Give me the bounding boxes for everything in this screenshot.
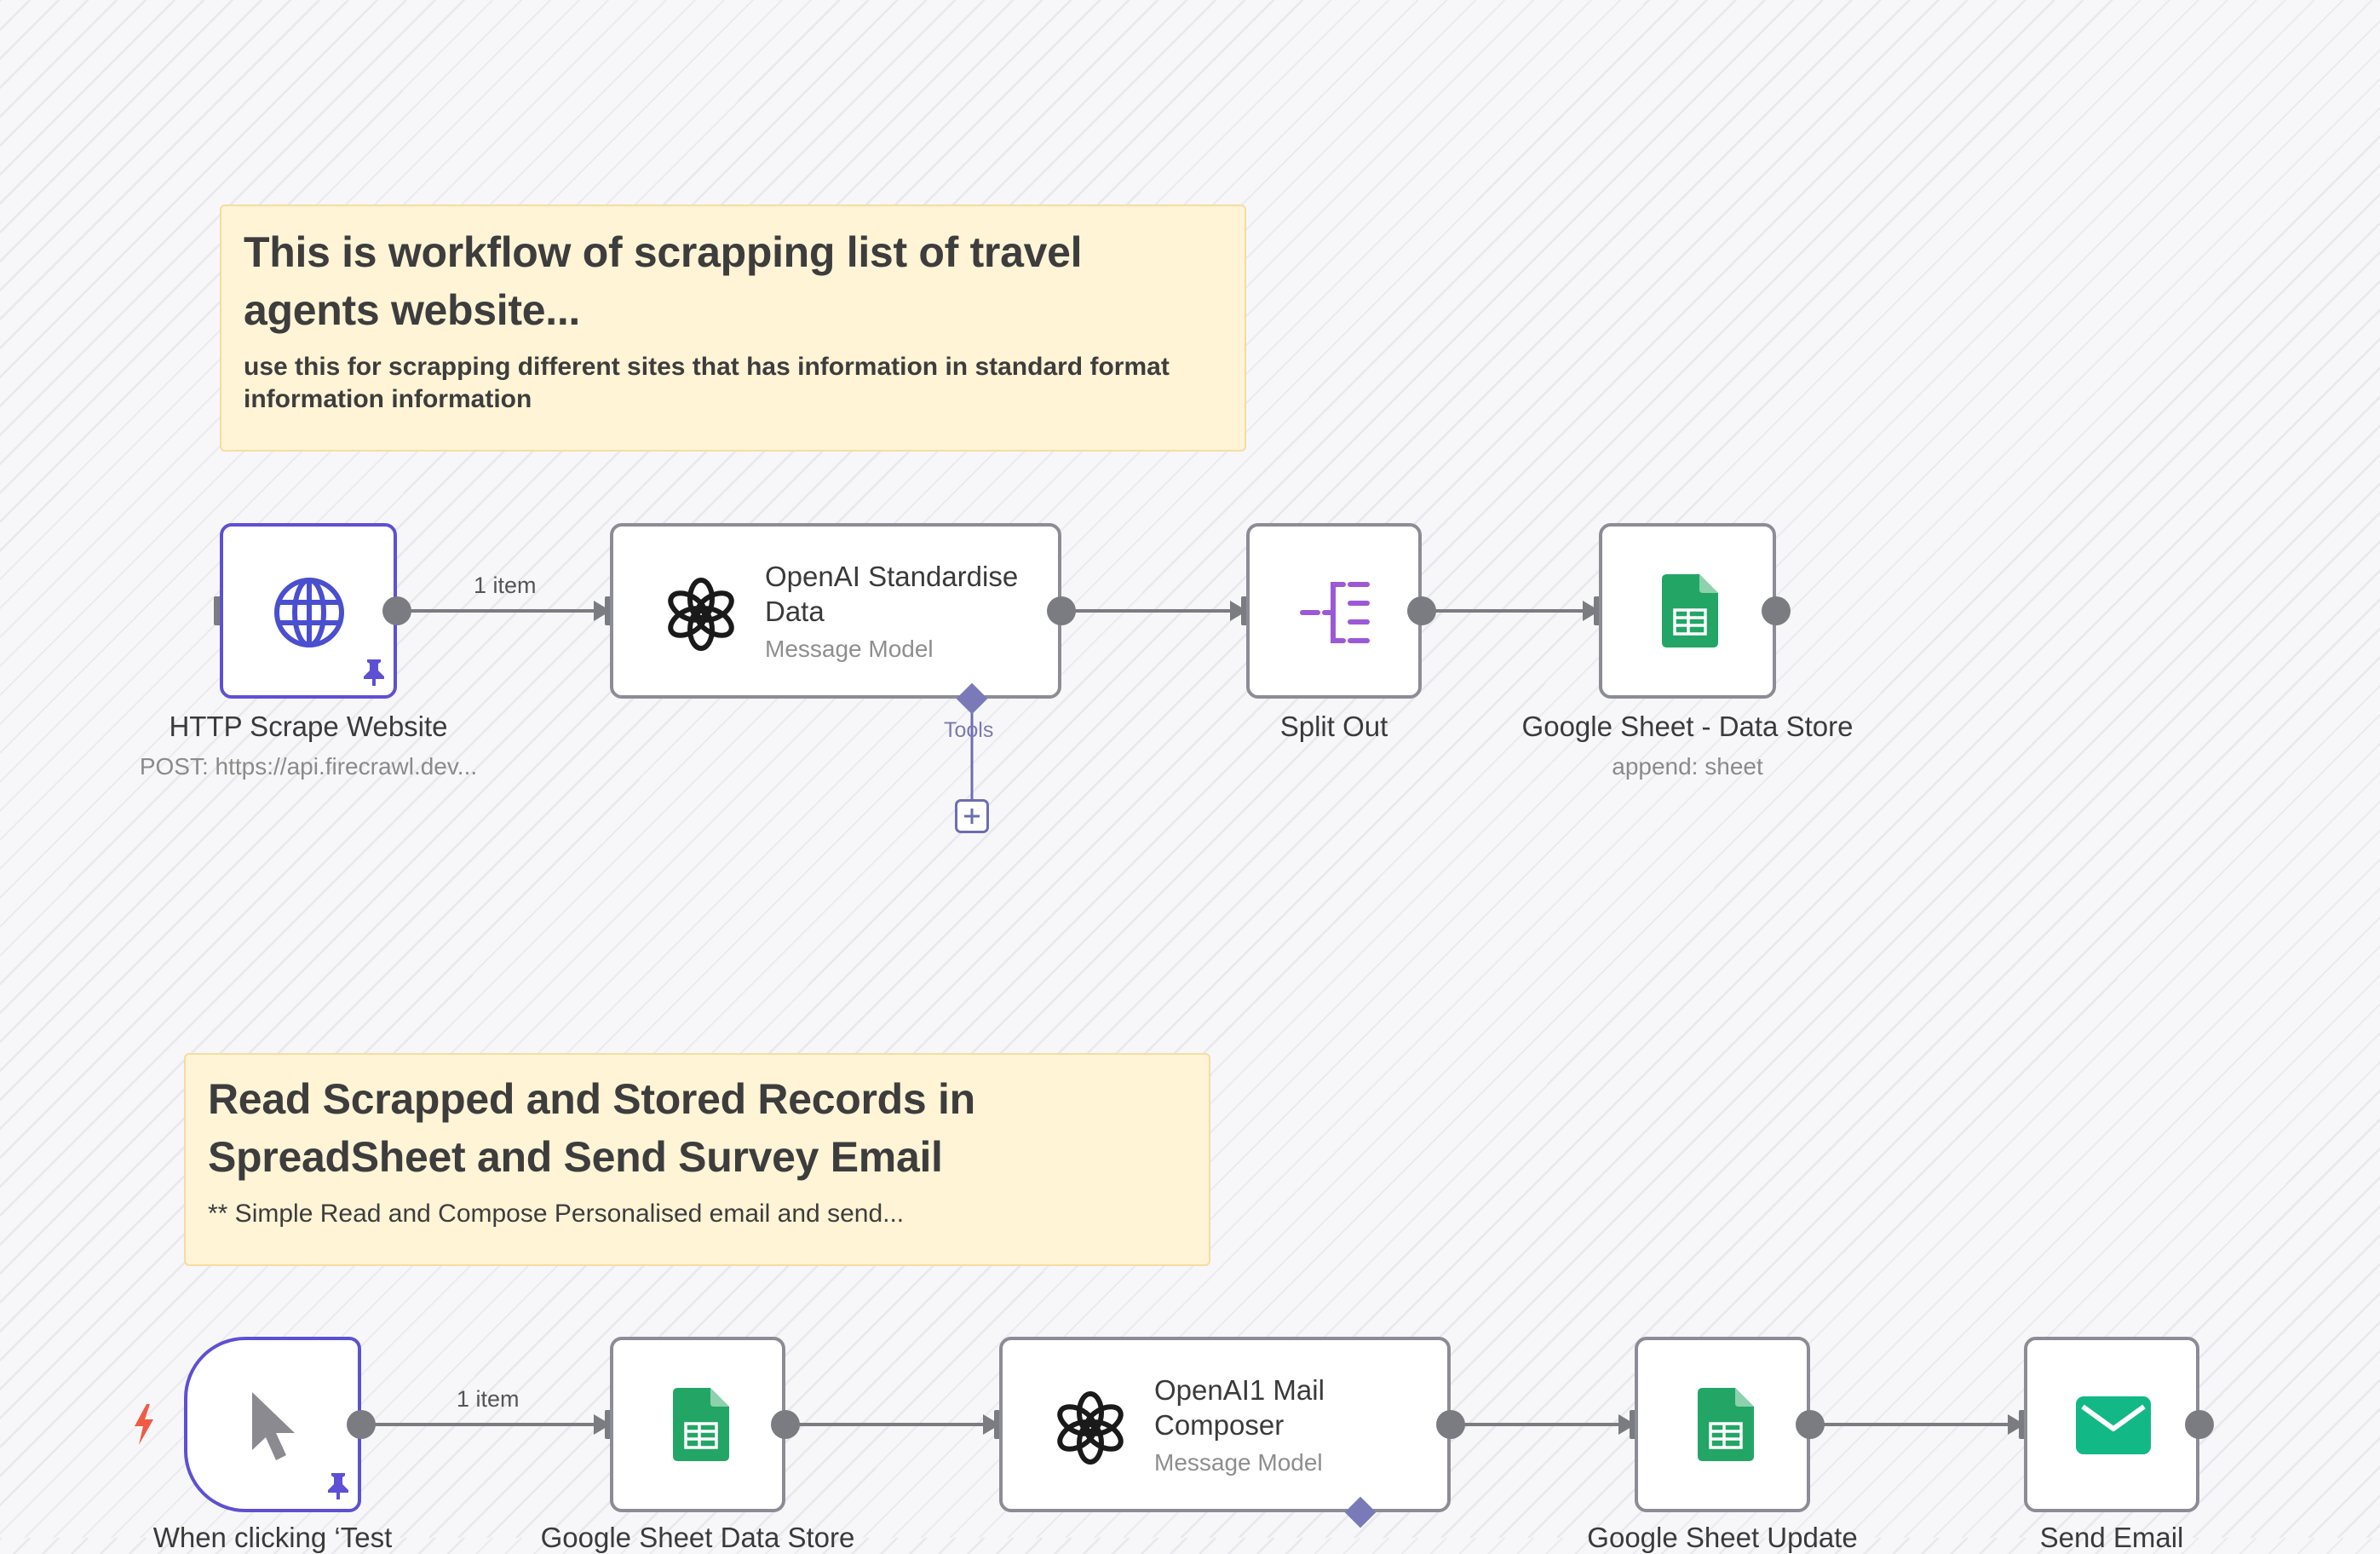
arrowhead — [1230, 601, 1247, 621]
tools-label: Tools — [944, 718, 994, 742]
node-title: OpenAI1 Mail Composer — [1154, 1374, 1325, 1441]
sticky-note-body: ** Simple Read and Compose Personalised … — [208, 1200, 905, 1228]
node-subtitle: POST: https://api.firecrawl.dev... — [139, 753, 478, 780]
connection-item-count: 1 item — [474, 573, 537, 598]
output-port[interactable] — [771, 1410, 800, 1439]
sticky-note-email[interactable]: Read Scrapped and Stored Records in Spre… — [184, 1053, 1210, 1266]
send-email-node[interactable] — [2024, 1337, 2199, 1512]
split-out-icon — [1300, 582, 1370, 643]
output-port[interactable] — [1047, 596, 1076, 625]
email-icon — [2076, 1396, 2151, 1454]
arrowhead — [1618, 1414, 1636, 1435]
output-port[interactable] — [1796, 1410, 1825, 1439]
output-port[interactable] — [347, 1410, 376, 1439]
connection-item-count: 1 item — [457, 1386, 520, 1412]
node-label: HTTP Scrape Website — [169, 711, 448, 742]
split-out-node[interactable] — [1246, 523, 1422, 699]
pin-icon — [328, 1473, 348, 1499]
output-port[interactable] — [1407, 596, 1436, 625]
arrowhead — [1583, 601, 1600, 621]
node-label: Google Sheet Data Store — [540, 1522, 855, 1553]
arrowhead — [2008, 1414, 2025, 1435]
arrowhead — [594, 601, 611, 621]
node-subtitle: Message Model — [1154, 1449, 1323, 1476]
cursor-icon — [252, 1392, 295, 1460]
sticky-note-body: use this for scrapping different sites t… — [244, 353, 1170, 413]
google-sheets-icon — [1698, 1388, 1754, 1461]
node-label: When clicking ‘Test — [152, 1522, 393, 1553]
manual-trigger-node[interactable] — [184, 1337, 361, 1512]
openai-icon — [1057, 1391, 1124, 1465]
node-label: Split Out — [1279, 711, 1388, 742]
output-port[interactable] — [382, 596, 411, 625]
output-port[interactable] — [1436, 1410, 1465, 1439]
node-title: OpenAI Standardise Data — [765, 561, 1019, 627]
add-tool-button[interactable] — [955, 799, 989, 833]
http-scrape-node[interactable] — [220, 523, 397, 699]
google-sheets-icon — [1662, 574, 1718, 648]
node-label: Google Sheet - Data Store — [1521, 711, 1854, 742]
openai-icon — [668, 578, 734, 651]
arrowhead — [594, 1414, 611, 1435]
trigger-bolt-icon — [135, 1404, 153, 1445]
google-sheet-append-node[interactable] — [1599, 523, 1776, 699]
arrowhead — [983, 1414, 1000, 1435]
node-subtitle: append: sheet — [1612, 753, 1763, 780]
sticky-note-scraping[interactable]: This is workflow of scrapping list of tr… — [220, 204, 1246, 452]
google-sheet-read-node[interactable] — [610, 1337, 785, 1512]
google-sheets-icon — [673, 1388, 729, 1461]
output-port[interactable] — [2185, 1410, 2214, 1439]
node-label: Send Email — [2039, 1522, 2184, 1553]
google-sheet-update-node[interactable] — [1635, 1337, 1810, 1512]
openai-mail-composer-node[interactable]: OpenAI1 Mail Composer Message Model — [999, 1337, 1451, 1512]
sticky-note-title: This is workflow of scrapping list of tr… — [244, 228, 1083, 334]
globe-icon — [274, 578, 344, 648]
output-port[interactable] — [1762, 596, 1791, 625]
node-subtitle: Message Model — [765, 636, 934, 662]
pin-icon — [364, 659, 384, 686]
plus-icon — [964, 809, 980, 824]
openai-standardise-node[interactable]: OpenAI Standardise Data Message Model — [610, 523, 1061, 699]
node-label: Google Sheet Update — [1587, 1522, 1858, 1553]
sticky-note-title: Read Scrapped and Stored Records in Spre… — [208, 1075, 975, 1181]
